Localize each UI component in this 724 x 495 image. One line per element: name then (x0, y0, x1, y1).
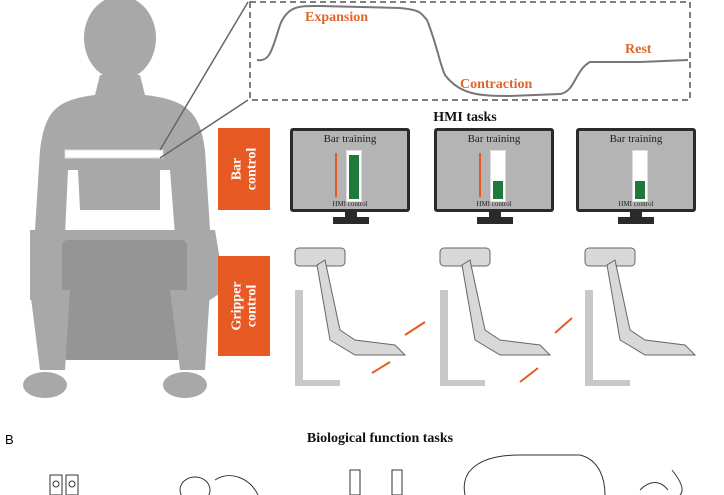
hmi-tasks-title: HMI tasks (433, 110, 497, 125)
monitor-title: Bar training (323, 133, 377, 145)
label-rest: Rest (625, 42, 652, 57)
strain-sensor-belt (64, 149, 164, 159)
bar-fill (493, 180, 503, 199)
biological-task-sketches (49, 454, 683, 495)
bar-fill (635, 180, 645, 199)
down-arrow-icon (479, 153, 481, 197)
panel-b-label: B (5, 432, 14, 447)
level-bar (490, 150, 506, 202)
monitor-title: Bar training (609, 133, 663, 145)
level-bar (346, 150, 362, 202)
bar-fill (349, 155, 359, 199)
monitor-3: Bar training HMI control (576, 128, 696, 212)
robot-arms (294, 247, 697, 386)
monitor-2: Bar training HMI control (434, 128, 554, 212)
level-bar (632, 150, 648, 202)
monitor-1: Bar training HMI control (290, 128, 410, 212)
monitor-title: Bar training (467, 133, 521, 145)
label-expansion: Expansion (305, 10, 369, 25)
signal-box (249, 1, 691, 101)
monitor-footer: HMI control (618, 200, 654, 208)
label-contraction: Contraction (460, 77, 533, 92)
signal-trace (256, 4, 689, 98)
monitor-footer: HMI control (332, 200, 368, 208)
up-arrow-icon (335, 153, 337, 197)
biological-tasks-title: Biological function tasks (306, 431, 454, 446)
gripper-arrows (371, 317, 573, 383)
monitor-stands (333, 210, 654, 224)
callout-lines (159, 1, 249, 159)
monitor-footer: HMI control (476, 200, 512, 208)
